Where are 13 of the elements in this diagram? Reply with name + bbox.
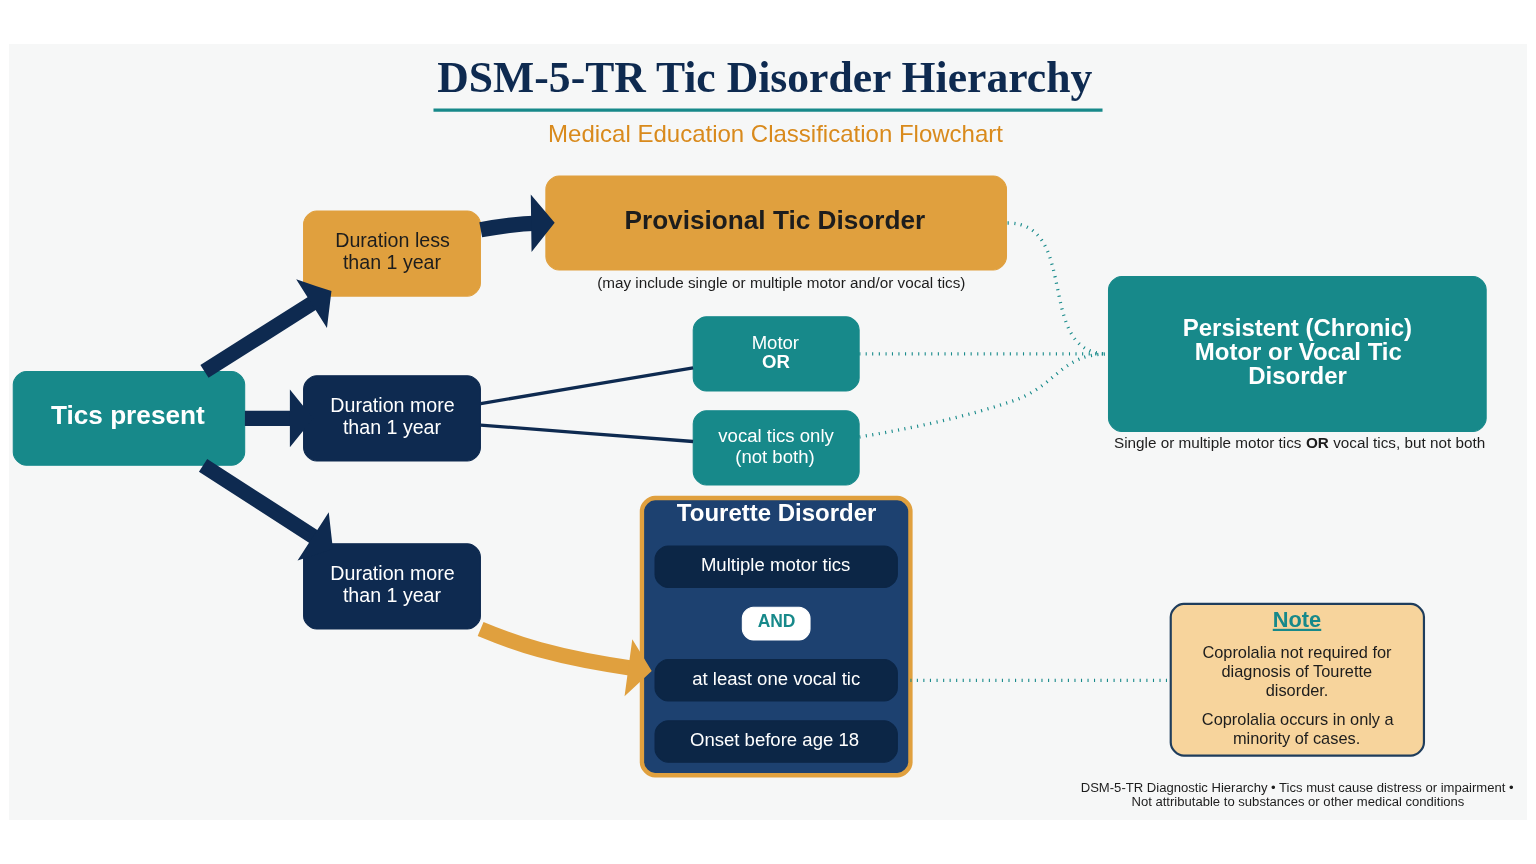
label: DSM-5-TR Diagnostic Hierarchy • Tics must cause distress or impairment • Not attributable to substances or other medical conditions (1080, 780, 1514, 810)
connector (480, 366, 694, 406)
arrow (200, 279, 332, 378)
arrow (479, 194, 555, 252)
node-label: (may include single or multiple motor and/or vocal tics) (597, 273, 966, 291)
arrow (477, 621, 652, 697)
node-label: Single or multiple motor tics OR vocal tics, but not both (1113, 434, 1486, 452)
connector (859, 352, 1108, 439)
label: Medical Education Classification Flowchart (548, 119, 1003, 147)
connector (480, 423, 694, 444)
arrow (198, 458, 333, 561)
connector (910, 678, 1170, 682)
diagram-title: DSM-5-TR Tic Disorder Hierarchy (437, 53, 1093, 102)
